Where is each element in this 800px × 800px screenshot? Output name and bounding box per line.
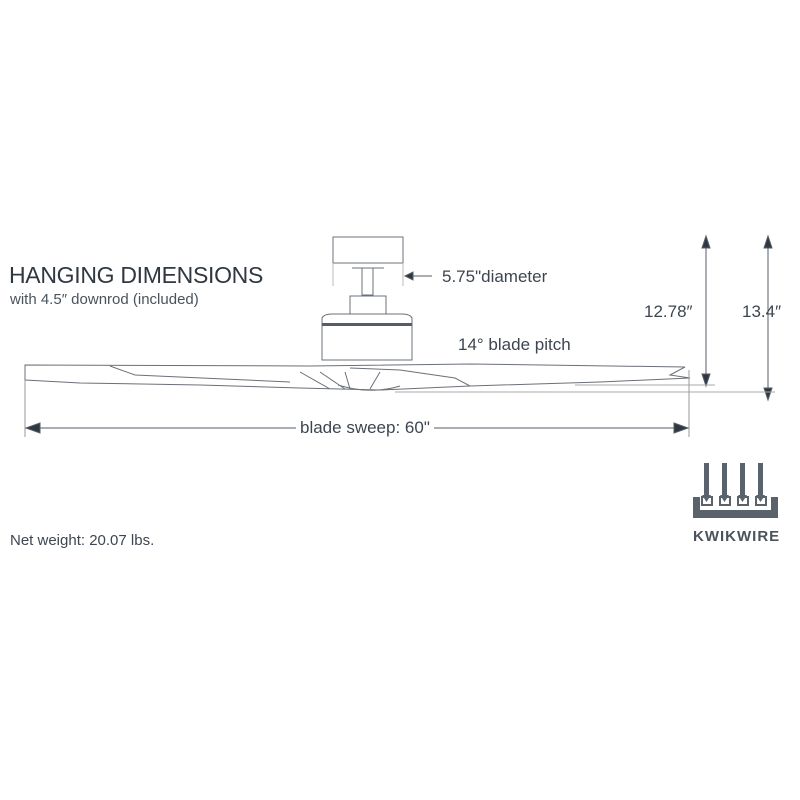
blade-pitch-label: 14° blade pitch [458,335,571,354]
motor-housing [321,313,413,361]
diameter-label: 5.75"diameter [442,267,548,286]
page-title: HANGING DIMENSIONS [9,262,264,288]
kwikwire-logo-text: KWIKWIRE [693,528,781,545]
canopy [332,236,404,264]
downrod [361,267,374,296]
height-to-blade-label: 12.78″ [644,302,693,321]
net-weight: Net weight: 20.07 lbs. [10,532,155,549]
fan-blades [24,363,691,391]
kwikwire-logo-icon [693,463,778,518]
blade-sweep-label: blade sweep: 60" [296,418,434,438]
height-total-label: 13.4″ [742,302,782,321]
subtitle: with 4.5″ downrod (included) [10,291,199,308]
coupler [349,295,387,315]
